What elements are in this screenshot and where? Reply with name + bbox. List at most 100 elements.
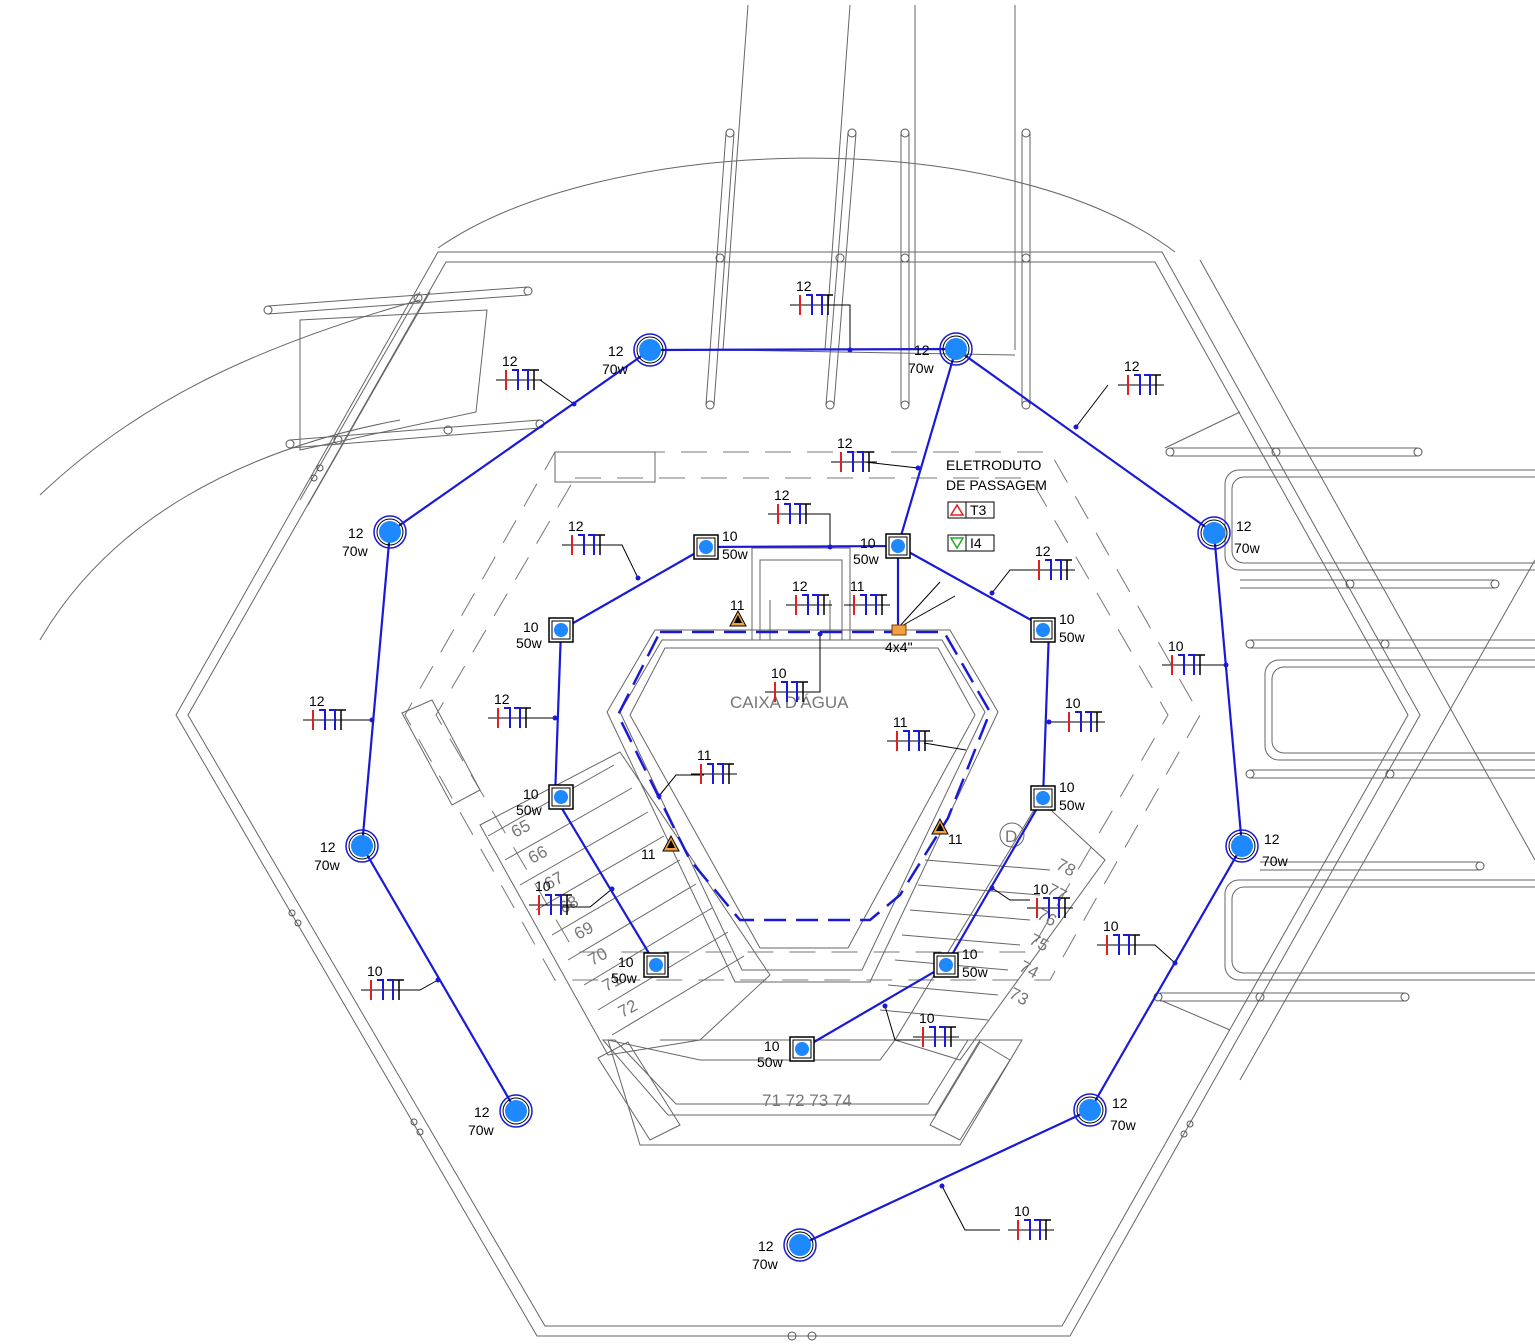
wire-symbol-icon — [1027, 897, 1073, 918]
header-box — [554, 451, 656, 483]
ceiling-light-icon — [633, 333, 667, 367]
wire-symbol-icon — [1008, 1219, 1054, 1240]
wire-symbol-icon — [887, 730, 933, 751]
wire-symbol-icon — [529, 894, 575, 915]
outer-wall — [175, 251, 1421, 1337]
wire-tag-circuit: 11 — [697, 747, 712, 763]
outer-circuit-conduit — [360, 347, 1244, 1246]
wire-tag-circuit: 12 — [837, 435, 853, 451]
fixture-power: 50w — [853, 551, 880, 567]
wall-light-icon — [789, 1036, 815, 1062]
fixture-power: 50w — [516, 635, 543, 651]
left-ramp-bottom — [597, 1041, 681, 1141]
wire-tag: 12 — [1029, 543, 1075, 580]
wire-tag: 12 — [496, 353, 542, 390]
wire-tag-circuit: 12 — [796, 278, 812, 294]
fixture-circuit: 12 — [914, 342, 930, 358]
dashed-beam — [404, 451, 1201, 981]
junction-box: 4x4" — [885, 624, 913, 655]
passage-triangle-icon — [729, 609, 747, 627]
wire-symbol-icon — [691, 763, 737, 784]
wall-light-icon — [548, 784, 574, 810]
step-number: 72 — [615, 996, 641, 1022]
fixture-circuit: 12 — [1264, 831, 1280, 847]
wire-tag: 10 — [765, 665, 811, 702]
fixture-power: 50w — [1059, 797, 1086, 813]
triangle-marker: 11 — [931, 817, 963, 847]
wire-symbol-icon — [765, 681, 811, 702]
wire-tag: 10 — [913, 1010, 959, 1047]
fixture-power: 70w — [342, 543, 369, 559]
fixture-circuit: 12 — [348, 525, 364, 541]
triangle-marker-label: 11 — [948, 831, 963, 847]
wire-symbol-icon — [1059, 711, 1105, 732]
fixture-power: 70w — [1110, 1117, 1137, 1133]
outer-fixtures: 1270w1270w1270w1270w1270w1270w1270w1270w… — [314, 332, 1289, 1272]
wall-light-icon — [1030, 785, 1056, 811]
junction-box-label: 4x4" — [885, 639, 913, 655]
step-number: 75 — [1026, 930, 1052, 956]
wire-tag-circuit: 11 — [850, 578, 865, 594]
left-pipes — [263, 286, 545, 506]
wire-tag: 10 — [361, 963, 407, 1000]
legend-title-line2: DE PASSAGEM — [946, 477, 1047, 493]
legend-title-line1: ELETRODUTO — [946, 457, 1042, 473]
wire-symbol-icon — [768, 503, 814, 524]
fixture-circuit: 12 — [758, 1238, 774, 1254]
triangle-marker-label: 11 — [641, 846, 656, 862]
wire-tag-circuit: 10 — [919, 1010, 935, 1026]
water-tank-outer — [606, 629, 999, 983]
wire-tags: 12 12 12 12 12 12 12 12 12 10 10 10 10 10 10 10 10 12 11 11… — [303, 278, 1208, 1240]
fixture-power: 70w — [314, 857, 341, 873]
step-number: 65 — [508, 816, 534, 842]
wall-light-icon — [548, 617, 574, 643]
up-triangle-icon — [949, 503, 965, 516]
wire-tag-circuit: 10 — [771, 665, 787, 681]
fixture-power: 50w — [757, 1054, 784, 1070]
ceiling-light-icon — [1073, 1093, 1107, 1127]
wire-symbol-icon — [1162, 654, 1208, 675]
wire-tag-circuit: 12 — [568, 518, 584, 534]
roof-arc — [437, 157, 1176, 253]
triangle-marker-label: 11 — [730, 597, 745, 613]
right-ramp-bottom — [929, 1041, 1011, 1141]
wire-tag-circuit: 10 — [535, 878, 551, 894]
wire-tag-circuit: 10 — [1103, 918, 1119, 934]
water-tank-inner — [629, 647, 976, 949]
water-tank-label: CAIXA D'ÁGUA — [730, 693, 849, 712]
fixture-circuit: 12 — [1236, 518, 1252, 534]
step-number: 73 — [1006, 984, 1032, 1010]
fixture-circuit: 10 — [1059, 779, 1075, 795]
legend-item-up: T3 — [970, 502, 987, 518]
wire-tag-circuit: 12 — [774, 487, 790, 503]
fixture-circuit: 10 — [1059, 611, 1075, 627]
fixture-circuit: 10 — [764, 1038, 780, 1054]
wire-tag-circuit: 12 — [1124, 358, 1140, 374]
wire-symbol-icon — [831, 451, 877, 472]
wall-light-icon — [933, 952, 959, 978]
wire-symbol-icon — [496, 369, 542, 390]
wire-tag-circuit: 10 — [367, 963, 383, 979]
fixture-power: 50w — [611, 970, 638, 986]
wire-tag-circuit: 12 — [792, 578, 808, 594]
wire-tag-circuit: 10 — [1014, 1203, 1030, 1219]
step-number: 74 — [1016, 957, 1042, 983]
legend-item-down: I4 — [970, 535, 982, 551]
ceiling-light-icon — [1197, 516, 1231, 550]
stair-mark-circle — [999, 822, 1025, 848]
wire-tag: 10 — [1027, 881, 1073, 918]
wire-tag-circuit: 10 — [1168, 638, 1184, 654]
fixture-circuit: 12 — [1112, 1095, 1128, 1111]
wall-light-icon — [693, 534, 719, 560]
ceiling-light-icon — [345, 829, 379, 863]
